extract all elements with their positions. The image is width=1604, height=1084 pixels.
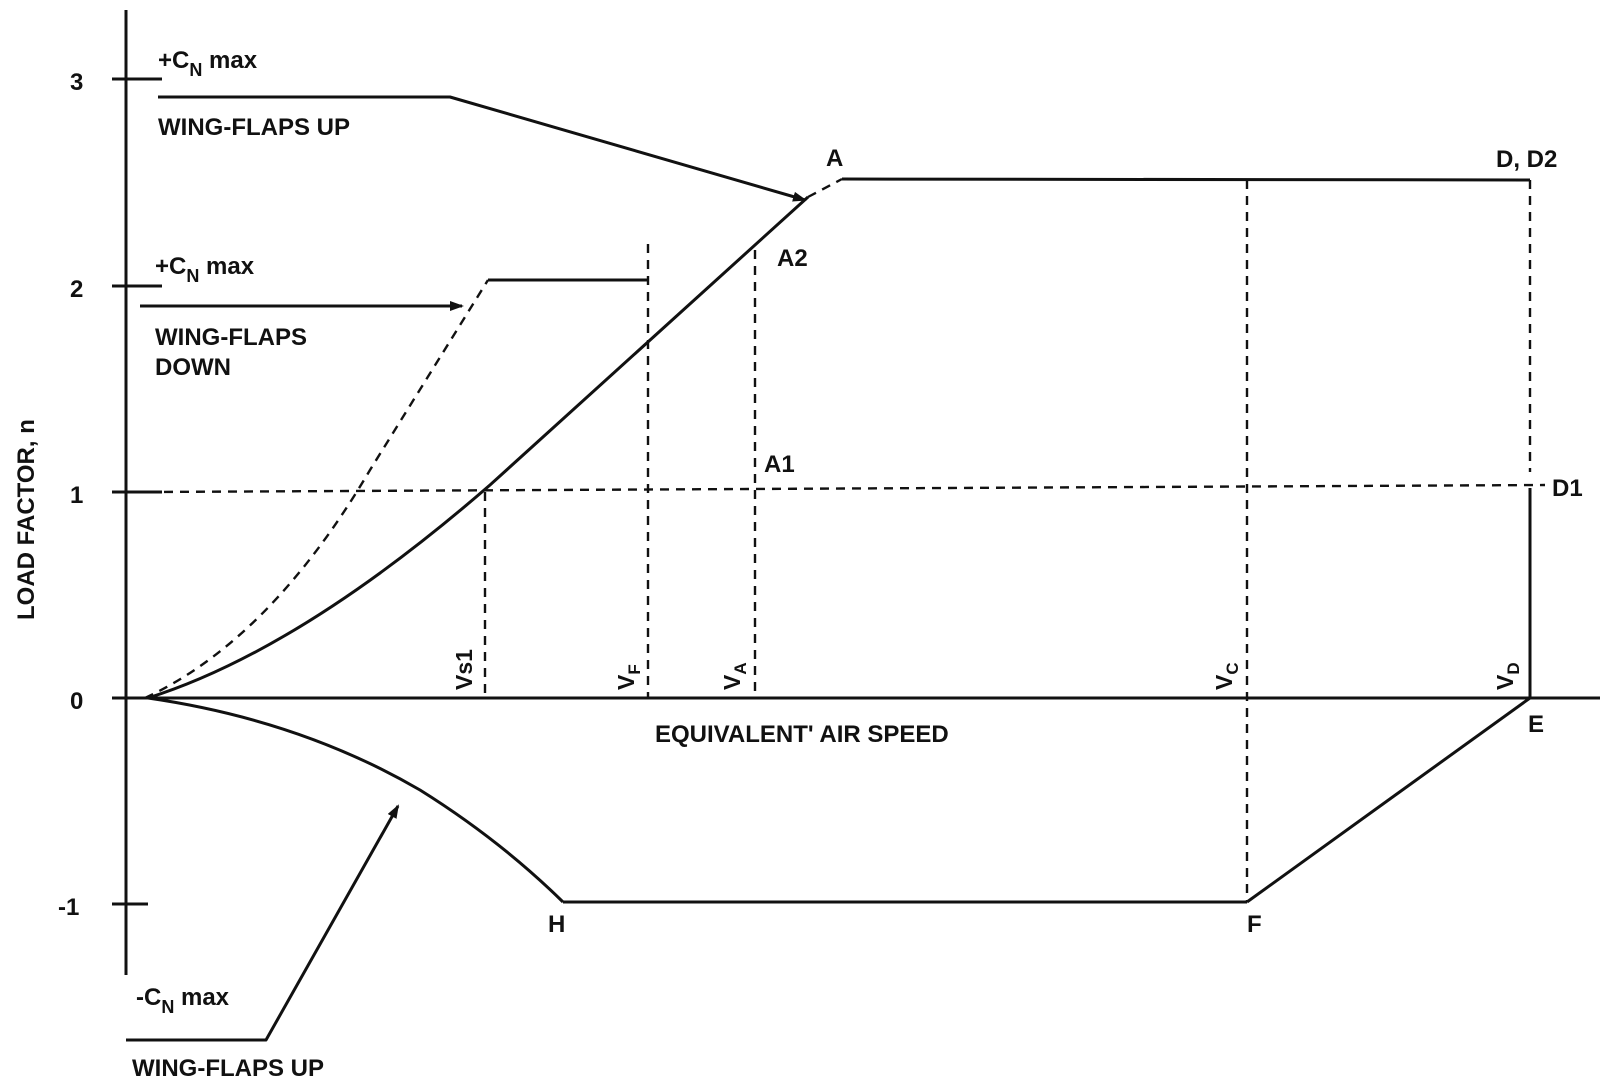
y-tick-0: 0 [70, 688, 83, 715]
y-tick-1: 1 [70, 482, 83, 509]
point-f: F [1247, 911, 1262, 938]
cn-max-neg: -CN max [136, 984, 230, 1017]
n1-dashed-line [147, 483, 1546, 494]
point-h: H [548, 911, 565, 938]
negative-recovery-line [1246, 696, 1531, 904]
speed-vs1: Vs1 [451, 649, 477, 690]
speed-vc: VC [1211, 662, 1242, 690]
flaps-up-bottom-label: WING-FLAPS UP [132, 1055, 324, 1082]
point-a1: A1 [764, 451, 795, 478]
speed-va: VA [719, 662, 750, 690]
flaps-up-bottom-pointer [126, 804, 400, 1042]
point-a: A [826, 145, 843, 172]
point-e: E [1528, 711, 1544, 738]
flaps-up-top-label: WING-FLAPS UP [158, 114, 350, 141]
flaps-down-stall-curve [144, 279, 490, 700]
flaps-up-top-pointer [158, 95, 807, 202]
cn-max-pos-flaps-down: +CN max [155, 253, 255, 286]
cn-max-pos-flaps-up: +CN max [158, 47, 258, 80]
positive-stall-curve [147, 195, 810, 700]
speed-vd: VD [1492, 662, 1523, 690]
y-tick-neg1: -1 [58, 894, 79, 921]
flaps-down-label-line2: DOWN [155, 354, 231, 381]
y-axis-label: LOAD FACTOR, n [13, 419, 40, 620]
negative-stall-curve [147, 696, 565, 904]
x-axis-label: EQUIVALENT' AIR SPEED [655, 721, 949, 748]
speed-vf: VF [613, 664, 644, 690]
point-d-d2: D, D2 [1496, 146, 1557, 173]
y-tick-3: 3 [70, 69, 83, 96]
positive-limit-line [841, 177, 1531, 182]
y-tick-2: 2 [70, 276, 83, 303]
point-d1: D1 [1552, 475, 1583, 502]
flaps-down-label-line1: WING-FLAPS [155, 324, 307, 351]
point-a2: A2 [777, 245, 808, 272]
positive-stall-dashed-segment [807, 177, 843, 199]
